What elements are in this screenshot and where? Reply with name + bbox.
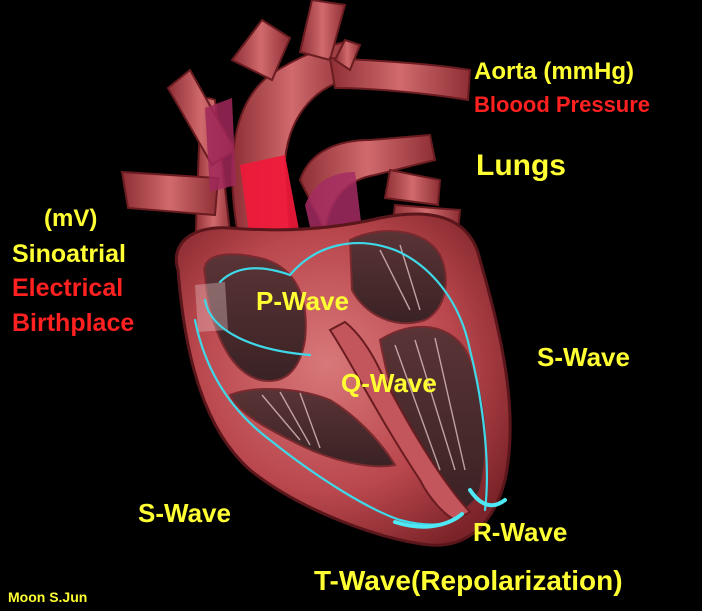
chordae-tendineae [261,244,466,471]
aortic-branch-1 [230,18,292,82]
atrium-highlight [195,282,228,332]
electrical-label: Electrical [12,274,124,302]
s-wave-right-label: S-Wave [537,342,630,372]
birthplace-label: Birthplace [12,309,135,337]
svc-highlight [205,98,236,192]
septum [328,320,472,522]
pulmonary-vein-1 [383,168,442,207]
internodal-path [203,298,312,357]
credit-label: Moon S.Jun [8,589,88,605]
right-atrium-chamber [203,253,307,382]
q-wave-label: Q-Wave [341,368,437,398]
aortic-branch-2 [298,0,347,62]
t-wave-label: T-Wave(Repolarization) [314,565,623,596]
heart-body [174,212,512,547]
aorta-highlight [240,155,300,250]
aorta-label: Aorta (mmHg) [474,58,634,85]
p-wave-label: P-Wave [256,286,349,316]
sa-to-av-path [218,242,397,284]
aortic-small-branch [333,38,362,72]
left-bundle-branch [393,248,488,512]
sinoatrial-label: Sinoatrial [12,240,126,268]
s-wave-left-label: S-Wave [138,498,231,528]
blood-pressure-label: Bloood Pressure [474,92,651,117]
aortic-branch-3 [328,56,472,102]
left-pulmonary-vessel [120,170,220,217]
right-bundle-branch [193,318,464,526]
left-atrium-chamber [348,230,447,325]
mv-label: (mV) [44,205,98,232]
purkinje-fibers [393,488,507,529]
lungs-label: Lungs [476,149,566,182]
r-wave-label: R-Wave [473,517,568,547]
conduction-pathway [193,242,488,526]
